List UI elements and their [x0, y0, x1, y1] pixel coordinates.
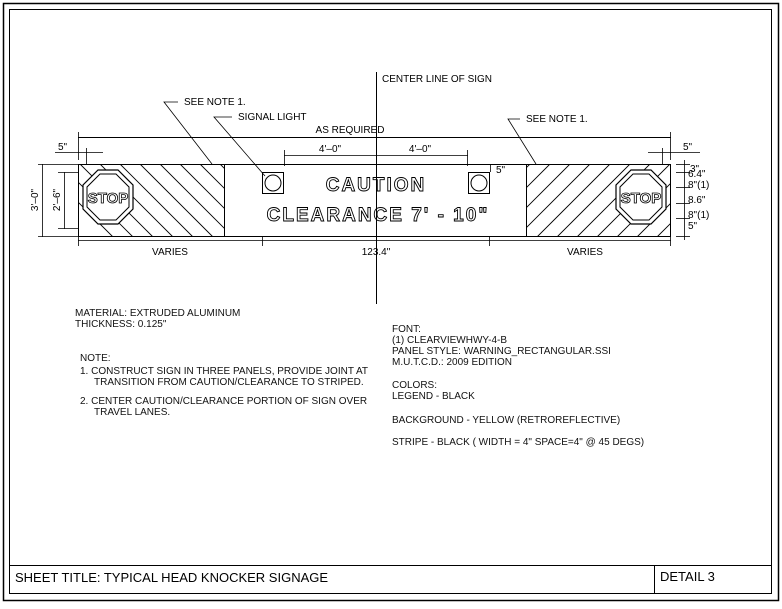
note-1-line-1: 1. CONSTRUCT SIGN IN THREE PANELS, PROVI…	[80, 366, 369, 377]
dim-6-4: 6.4"	[688, 169, 706, 180]
sheet-title: SHEET TITLE: TYPICAL HEAD KNOCKER SIGNAG…	[15, 570, 329, 585]
varies-right: VARIES	[567, 247, 603, 258]
as-required-label: AS REQUIRED	[316, 125, 385, 136]
varies-left: VARIES	[152, 247, 188, 258]
font-line: (1) CLEARVIEWHWY-4-B	[392, 335, 508, 346]
sign-outline	[78, 164, 671, 237]
dim-4ft-left: 4'–0"	[319, 144, 342, 155]
note-1-line-2: TRANSITION FROM CAUTION/CLEARANCE TO STR…	[94, 377, 364, 388]
dim-3ft: 3'–0"	[30, 188, 41, 211]
legend-caution: CAUTION	[326, 175, 427, 196]
font-heading: FONT:	[392, 324, 421, 335]
center-line-label: CENTER LINE OF SIGN	[382, 74, 492, 85]
dim-5-right: 5"	[683, 142, 693, 153]
dim-5-bottom: 5"	[688, 221, 698, 232]
stop-sign-right: STOP	[615, 169, 667, 225]
see-note-left: SEE NOTE 1.	[184, 97, 246, 108]
dim-3-top: 3"	[690, 164, 700, 175]
thickness-note: THICKNESS: 0.125"	[75, 319, 167, 330]
signal-light-leader	[213, 116, 266, 177]
signal-light-left	[262, 172, 284, 194]
dim-8-1-bottom: 8"(1)	[688, 210, 709, 221]
stop-text-left: STOP	[88, 190, 129, 207]
material-note: MATERIAL: EXTRUDED ALUMINUM	[75, 308, 241, 319]
see-note-right-leader	[507, 118, 537, 165]
signal-light-right	[468, 172, 490, 194]
mutcd-edition: M.U.T.C.D.: 2009 EDITION	[392, 357, 513, 368]
dim-8-1-top: 8"(1)	[688, 180, 709, 191]
legend-clearance: CLEARANCE 7' - 10"	[267, 205, 490, 226]
stop-sign-left: STOP	[82, 169, 134, 225]
middle-width: 123.4"	[362, 247, 391, 258]
see-note-right: SEE NOTE 1.	[526, 114, 588, 125]
dim-8-6: 8.6"	[688, 195, 706, 206]
dim-4ft-right: 4'–0"	[409, 144, 432, 155]
detail-number: DETAIL 3	[660, 569, 715, 584]
dim-5-left: 5"	[58, 142, 68, 153]
colors-heading: COLORS:	[392, 380, 438, 391]
note-heading: NOTE:	[80, 353, 111, 364]
background-color: BACKGROUND - YELLOW (RETROREFLECTIVE)	[392, 415, 621, 426]
stripe-spec: STRIPE - BLACK ( WIDTH = 4" SPACE=4" @ 4…	[392, 437, 645, 448]
drawing-frame	[9, 9, 772, 594]
dim-5-inner: 5"	[496, 165, 506, 176]
see-note-left-leader	[163, 101, 213, 165]
legend-color: LEGEND - BLACK	[392, 391, 475, 402]
dim-2ft6: 2'–6"	[52, 188, 63, 211]
stop-text-right: STOP	[621, 190, 662, 207]
panel-style: PANEL STYLE: WARNING_RECTANGULAR.SSI	[392, 346, 611, 357]
note-2-line-2: TRAVEL LANES.	[94, 407, 171, 418]
note-2-line-1: 2. CENTER CAUTION/CLEARANCE PORTION OF S…	[80, 396, 368, 407]
signal-light-label: SIGNAL LIGHT	[238, 112, 307, 123]
